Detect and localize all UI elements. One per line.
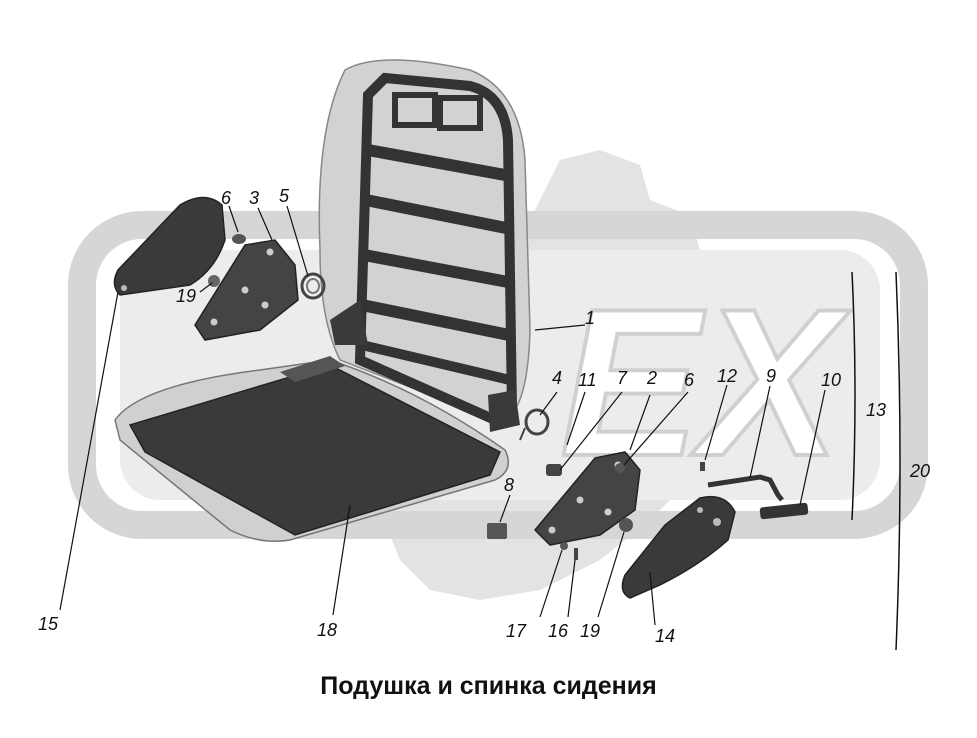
callout-14: 14 bbox=[655, 626, 675, 646]
callout-1: 1 bbox=[585, 308, 595, 328]
leader-19b bbox=[597, 531, 625, 618]
bracket-left-hole-2 bbox=[241, 286, 249, 294]
seat-back-part-1 bbox=[318, 59, 531, 432]
bracket-left-part-3 bbox=[194, 239, 299, 341]
washer-part-19-right bbox=[619, 518, 633, 532]
leader-9 bbox=[749, 385, 771, 479]
seat-back-frame bbox=[354, 72, 518, 426]
clip-part-8 bbox=[487, 523, 507, 539]
leader-8 bbox=[499, 494, 511, 523]
frame-bracket-right bbox=[488, 390, 520, 432]
frame-top-slot-right bbox=[437, 95, 483, 131]
callout-7: 7 bbox=[617, 368, 628, 388]
frame-strap-5 bbox=[360, 340, 512, 385]
callout-8: 8 bbox=[504, 475, 514, 495]
bracket-left-hole-3 bbox=[210, 318, 218, 326]
frame-strap-3 bbox=[362, 249, 510, 288]
diagram-caption: Подушка и спинка сидения bbox=[320, 672, 657, 700]
leader-6b bbox=[623, 391, 689, 466]
callout-16: 16 bbox=[548, 621, 569, 641]
leader-5 bbox=[286, 205, 309, 277]
pin-part-7 bbox=[546, 464, 562, 476]
leader-14 bbox=[649, 571, 656, 626]
frame-strap-4 bbox=[360, 299, 511, 341]
callout-13: 13 bbox=[866, 400, 886, 420]
bolt-part-6-right bbox=[615, 463, 625, 473]
leader-lines bbox=[59, 205, 826, 626]
bracket-right-hole-3 bbox=[548, 526, 556, 534]
leader-12 bbox=[704, 384, 728, 461]
handle-part-10 bbox=[759, 502, 809, 520]
armrest-left-hole bbox=[121, 285, 127, 291]
frame-strap-2 bbox=[364, 194, 508, 234]
frame-strap-1 bbox=[366, 144, 507, 181]
bracket-left-hole-4 bbox=[261, 301, 269, 309]
callout-4: 4 bbox=[552, 368, 562, 388]
callout-6a: 6 bbox=[221, 188, 232, 208]
callout-labels: 1 2 3 4 5 6 6 7 8 9 10 11 12 13 14 15 16… bbox=[38, 186, 930, 646]
callout-5: 5 bbox=[279, 186, 290, 206]
callout-3: 3 bbox=[249, 188, 259, 208]
callout-17: 17 bbox=[506, 621, 527, 641]
lever-part-9 bbox=[707, 474, 784, 502]
bracket-left-hole-1 bbox=[266, 248, 274, 256]
screw-part-16 bbox=[574, 548, 578, 560]
callout-6b: 6 bbox=[684, 370, 695, 390]
spring-part-5 bbox=[300, 272, 326, 300]
callout-10: 10 bbox=[821, 370, 841, 390]
callout-20: 20 bbox=[909, 461, 930, 481]
leader-17 bbox=[539, 549, 563, 618]
bracket-right-body bbox=[533, 451, 641, 546]
leader-1 bbox=[534, 324, 586, 331]
leader-4 bbox=[539, 391, 558, 416]
callout-2: 2 bbox=[646, 368, 657, 388]
callout-12: 12 bbox=[717, 366, 737, 386]
nut-part-17 bbox=[560, 542, 568, 550]
leader-3 bbox=[257, 207, 273, 241]
bolt-part-6-left bbox=[232, 234, 246, 244]
pin-part-12 bbox=[700, 462, 705, 471]
leader-19a bbox=[199, 282, 213, 293]
callout-19a: 19 bbox=[176, 286, 196, 306]
callout-11: 11 bbox=[578, 370, 597, 390]
spring-part-4 bbox=[519, 408, 550, 441]
leader-6a bbox=[228, 205, 239, 233]
callout-9: 9 bbox=[766, 366, 776, 386]
bracket-13 bbox=[851, 271, 856, 521]
bracket-20 bbox=[895, 271, 901, 651]
leader-16 bbox=[567, 559, 576, 618]
cushion-rail bbox=[280, 356, 345, 382]
armrest-left-body bbox=[113, 196, 226, 296]
callout-19b: 19 bbox=[580, 621, 600, 641]
leader-10 bbox=[799, 389, 826, 506]
group-brackets bbox=[851, 271, 901, 651]
armrest-right-hole-2 bbox=[697, 507, 703, 513]
armrest-left-part-15 bbox=[113, 196, 226, 296]
leader-11 bbox=[566, 391, 586, 446]
leader-18 bbox=[332, 504, 351, 616]
callout-18: 18 bbox=[317, 620, 337, 640]
leader-2 bbox=[629, 394, 651, 451]
bracket-right-hole-4 bbox=[604, 508, 612, 516]
callout-15: 15 bbox=[38, 614, 59, 634]
armrest-right-hole-1 bbox=[713, 518, 721, 526]
frame-top-slot-left bbox=[392, 92, 438, 128]
leader-15 bbox=[59, 291, 119, 611]
leader-7 bbox=[559, 391, 623, 471]
bracket-right-hole-2 bbox=[576, 496, 584, 504]
frame-bracket-left bbox=[330, 300, 368, 345]
seat-cushion-part-18 bbox=[114, 356, 510, 542]
